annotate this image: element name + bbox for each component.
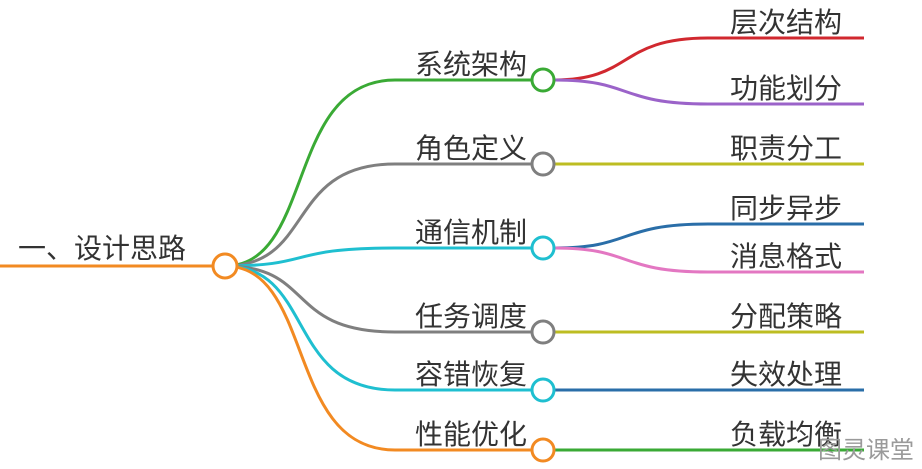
branch-node[interactable] <box>530 151 556 177</box>
watermark-text: 图灵课堂 <box>818 436 914 464</box>
branch-node[interactable] <box>530 319 556 345</box>
leaf-label: 负载均衡 <box>730 418 842 451</box>
leaf-label: 失效处理 <box>730 358 842 391</box>
root-label: 一、设计思路 <box>18 232 186 265</box>
branch-connector <box>224 264 531 392</box>
branch-node[interactable] <box>530 377 556 403</box>
branch-node[interactable] <box>530 67 556 93</box>
branch-label: 任务调度 <box>415 300 527 333</box>
leaf-connector <box>554 36 864 82</box>
leaf-label: 分配策略 <box>730 300 842 333</box>
leaf-connector <box>554 222 864 250</box>
branch-label: 性能优化 <box>415 418 527 451</box>
branch-connector <box>224 162 531 268</box>
branch-connector <box>224 78 531 268</box>
leaf-connector <box>554 78 864 106</box>
leaf-label: 同步异步 <box>730 192 842 225</box>
branch-label: 系统架构 <box>415 48 527 81</box>
branch-connector <box>224 264 531 452</box>
branch-node[interactable] <box>530 437 556 463</box>
leaf-label: 职责分工 <box>730 132 842 165</box>
branch-label: 通信机制 <box>415 216 527 249</box>
leaf-label: 消息格式 <box>730 240 842 273</box>
branch-connector <box>224 264 531 334</box>
branch-label: 容错恢复 <box>415 358 527 391</box>
leaf-connector <box>554 246 864 274</box>
leaf-label: 层次结构 <box>730 6 842 39</box>
leaf-label: 功能划分 <box>730 72 842 105</box>
root-node[interactable] <box>211 252 239 280</box>
branch-connector <box>224 246 531 268</box>
branch-label: 角色定义 <box>415 132 527 165</box>
branch-node[interactable] <box>530 235 556 261</box>
